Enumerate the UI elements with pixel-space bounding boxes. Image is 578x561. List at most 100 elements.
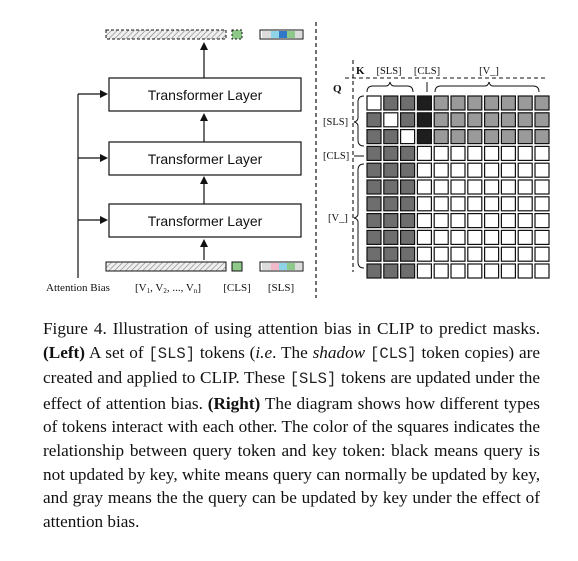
- matrix-cell: [366, 229, 382, 245]
- matrix-cell: [534, 246, 550, 262]
- sls-token-2: [SLS]: [289, 370, 337, 389]
- matrix-cell: [484, 246, 500, 262]
- matrix-cell: [433, 145, 449, 161]
- matrix-cell: [400, 162, 416, 178]
- matrix-cell: [500, 213, 516, 229]
- matrix-cell: [400, 95, 416, 111]
- v-tokens-label: [V1, V2, ..., Vn]: [135, 282, 201, 295]
- query-brace-v: [353, 163, 365, 269]
- matrix-cell: [450, 229, 466, 245]
- key-brace-sls: [366, 81, 414, 93]
- matrix-cell: [383, 162, 399, 178]
- matrix-cell: [500, 179, 516, 195]
- matrix-cell: [500, 246, 516, 262]
- matrix-cell: [500, 229, 516, 245]
- matrix-cell: [467, 196, 483, 212]
- sls-label: [SLS]: [268, 282, 294, 294]
- caption-text-2: A set of: [88, 342, 144, 362]
- matrix-cell: [534, 229, 550, 245]
- matrix-cell: [484, 196, 500, 212]
- matrix-cell: [484, 95, 500, 111]
- matrix-cell: [383, 196, 399, 212]
- matrix-cell: [484, 263, 500, 279]
- matrix-cell: [450, 145, 466, 161]
- matrix-cell: [467, 229, 483, 245]
- matrix-cell: [366, 179, 382, 195]
- matrix-cell: [366, 162, 382, 178]
- output-sls-tokens: [259, 29, 304, 40]
- matrix-cell: [484, 162, 500, 178]
- output-token-bar-hatched: [105, 29, 227, 40]
- matrix-cell: [517, 145, 533, 161]
- matrix-cell: [534, 129, 550, 145]
- matrix-cell: [534, 196, 550, 212]
- matrix-cell: [400, 129, 416, 145]
- matrix-cell: [383, 129, 399, 145]
- transformer-layer-label-1: Transformer Layer: [148, 87, 263, 103]
- matrix-cell: [383, 145, 399, 161]
- matrix-cell: [383, 263, 399, 279]
- matrix-cell: [366, 145, 382, 161]
- matrix-cell: [400, 145, 416, 161]
- matrix-cell: [500, 129, 516, 145]
- key-group-label-sls: [SLS]: [376, 66, 401, 77]
- matrix-cell: [366, 196, 382, 212]
- matrix-cell: [500, 112, 516, 128]
- query-axis-label: Q: [333, 83, 342, 95]
- matrix-cell: [517, 263, 533, 279]
- transformer-layer-box-1: [108, 77, 302, 112]
- matrix-cell: [467, 179, 483, 195]
- matrix-cell: [467, 246, 483, 262]
- matrix-cell: [517, 112, 533, 128]
- matrix-cell: [484, 213, 500, 229]
- matrix-cell: [534, 112, 550, 128]
- matrix-cell: [416, 179, 432, 195]
- matrix-cell: [416, 112, 432, 128]
- matrix-cell: [534, 145, 550, 161]
- matrix-cell: [450, 263, 466, 279]
- caption-text-4: . The: [272, 342, 308, 362]
- matrix-cell: [517, 213, 533, 229]
- matrix-cell: [416, 263, 432, 279]
- left-label: (Left): [43, 342, 85, 362]
- matrix-cell: [400, 229, 416, 245]
- matrix-cell: [416, 162, 432, 178]
- right-label: (Right): [207, 393, 261, 413]
- matrix-cell: [450, 162, 466, 178]
- matrix-cell: [534, 162, 550, 178]
- matrix-cell: [383, 179, 399, 195]
- key-group-label-cls: [CLS]: [414, 66, 440, 77]
- matrix-cell: [383, 95, 399, 111]
- matrix-cell: [416, 246, 432, 262]
- query-group-label-sls: [SLS]: [323, 117, 348, 128]
- matrix-cell: [467, 213, 483, 229]
- matrix-cell: [450, 246, 466, 262]
- matrix-cell: [433, 95, 449, 111]
- matrix-cell: [416, 229, 432, 245]
- query-group-label-v: [V_]: [328, 213, 348, 224]
- matrix-cell: [433, 213, 449, 229]
- key-brace-v: [434, 81, 540, 93]
- matrix-cell: [467, 95, 483, 111]
- caption-text-6: tokens are updated under the effect of a…: [43, 368, 540, 413]
- caption-text-5: token copies) are created and applied to…: [43, 342, 541, 388]
- matrix-cell: [416, 95, 432, 111]
- matrix-cell: [500, 263, 516, 279]
- output-cls-token: [231, 29, 243, 40]
- matrix-cell: [433, 196, 449, 212]
- matrix-cell: [450, 179, 466, 195]
- figure-caption: Figure 4. Illustration of using attentio…: [43, 317, 540, 533]
- matrix-cell: [433, 263, 449, 279]
- matrix-cell: [400, 246, 416, 262]
- matrix-cell: [517, 196, 533, 212]
- attention-bias-label: Attention Bias: [46, 282, 110, 294]
- matrix-cell: [450, 95, 466, 111]
- ie-abbrev: i.e: [255, 342, 273, 362]
- matrix-cell: [534, 95, 550, 111]
- matrix-cell: [366, 129, 382, 145]
- matrix-cell: [450, 213, 466, 229]
- matrix-cell: [433, 112, 449, 128]
- matrix-cell: [484, 112, 500, 128]
- left-diagram: Transformer Layer Transformer Layer Tran…: [46, 29, 304, 295]
- matrix-cell: [517, 229, 533, 245]
